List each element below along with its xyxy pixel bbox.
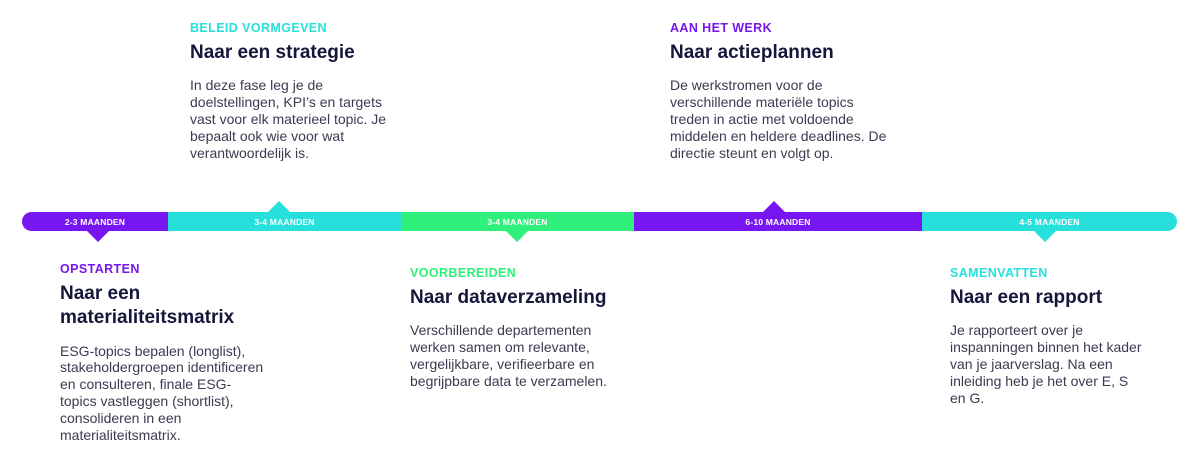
- phase-label: VOORBEREIDEN: [410, 266, 517, 280]
- phase-voorbereiden: VOORBEREIDEN Naar dataverzameling Versch…: [410, 266, 650, 390]
- pointer-up-icon: [763, 201, 785, 212]
- phase-title: Naar een materialiteitsmatrix: [60, 283, 235, 329]
- phase-opstarten: OPSTARTEN Naar een materialiteitsmatrix …: [60, 262, 275, 443]
- phase-label: BELEID VORMGEVEN: [190, 21, 327, 35]
- timeline-segment-1: 2-3 MAANDEN: [22, 212, 168, 242]
- segment-duration: 6-10 MAANDEN: [745, 216, 811, 227]
- pointer-down-icon: [506, 231, 528, 242]
- phase-title: Naar dataverzameling: [410, 287, 607, 308]
- phase-description: ESG-topics bepalen (longlist), stakehold…: [60, 342, 264, 443]
- segment-duration: 3-4 MAANDEN: [254, 216, 315, 227]
- phase-description: In deze fase leg je de doelstellingen, K…: [190, 77, 387, 161]
- phase-title: Naar een strategie: [190, 42, 355, 63]
- phase-samenvatten: SAMENVATTEN Naar een rapport Je rapporte…: [950, 266, 1160, 406]
- phase-beleid-vormgeven: BELEID VORMGEVEN Naar een strategie In d…: [190, 21, 420, 161]
- timeline-segment-4: 6-10 MAANDEN: [634, 201, 922, 231]
- phase-label: SAMENVATTEN: [950, 266, 1048, 280]
- phase-aan-het-werk: AAN HET WERK Naar actieplannen De werkst…: [670, 21, 910, 161]
- timeline-segment-3: 3-4 MAANDEN: [401, 212, 634, 242]
- pointer-down-icon: [87, 231, 109, 242]
- phase-label: AAN HET WERK: [670, 21, 773, 35]
- segment-duration: 4-5 MAANDEN: [1019, 216, 1080, 227]
- pointer-down-icon: [1034, 231, 1056, 242]
- timeline-segment-2: 3-4 MAANDEN: [168, 201, 401, 231]
- pointer-up-icon: [268, 201, 290, 212]
- timeline-bar: 2-3 MAANDEN 3-4 MAANDEN 3-4 MAANDEN 6-10…: [22, 201, 1177, 242]
- phase-label: OPSTARTEN: [60, 262, 140, 276]
- phase-description: Je rapporteert over je inspanningen binn…: [950, 322, 1142, 406]
- segment-duration: 3-4 MAANDEN: [487, 216, 548, 227]
- phase-title: Naar actieplannen: [670, 42, 834, 63]
- segment-duration: 2-3 MAANDEN: [64, 216, 126, 227]
- timeline-segment-5: 4-5 MAANDEN: [922, 212, 1177, 242]
- phase-title: Naar een rapport: [950, 287, 1103, 308]
- phase-description: Verschillende departementen werken samen…: [410, 322, 607, 389]
- phase-description: De werkstromen voor de verschillende mat…: [670, 77, 887, 161]
